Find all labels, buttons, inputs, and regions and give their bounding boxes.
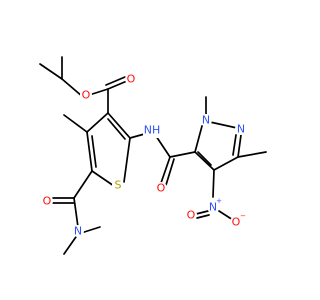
- atom-labels: O O NH S N N O N + O O − O N: [41, 73, 247, 238]
- bond-pz-n1-n2: [209, 121, 238, 129]
- bond-ester-c-o-double-a: [107, 80, 128, 90]
- atom-n-ring: N: [237, 123, 245, 136]
- atom-o-nitro-left: O: [187, 209, 196, 222]
- bond-pz-c4-c5-a: [194, 151, 215, 171]
- bond-c5-s: [91, 170, 115, 187]
- bond-c3-c4: [86, 112, 109, 133]
- bond-c3-c2-double: [107, 118, 126, 140]
- atom-n-methyl-ring: N: [202, 114, 210, 127]
- bond-c4-c5-double: [91, 135, 97, 168]
- atom-o-amide-right: O: [157, 182, 166, 195]
- bond-pz-n2-c3-b: [232, 134, 237, 156]
- bond-pz-c3-c4: [213, 156, 239, 171]
- bond-ipr-ch-o: [61, 78, 84, 98]
- atom-nh: NH: [144, 124, 161, 137]
- atom-n-nitro: N: [209, 201, 217, 214]
- bond-amide-c-o-right-b: [165, 158, 175, 186]
- bond-ipr-methyl-left: [39, 63, 63, 80]
- bond-n-nitro-o-right: [218, 210, 234, 221]
- bond-nh-amide-c: [155, 135, 171, 158]
- bond-c3-c2: [107, 112, 131, 139]
- bond-n-nitro-o-left-a: [195, 210, 209, 215]
- bond-amide-c-pyrazole-c5: [169, 151, 196, 158]
- bond-n-methyl-left: [63, 233, 79, 255]
- bonds: [39, 56, 267, 255]
- atom-o-amide-left: O: [43, 195, 52, 208]
- bond-c4-n-nitro: [212, 169, 215, 198]
- bond-amide-c-n: [73, 197, 79, 228]
- charge-n-nitro-plus: +: [216, 197, 222, 205]
- bond-ester-c-o-double-b: [105, 76, 126, 86]
- molecule-structure-diagram: O O NH S N N O N + O O − O N: [39, 56, 267, 255]
- bond-pz-c4-c5-b: [197, 151, 212, 166]
- atom-sulfur: S: [115, 179, 122, 192]
- bond-amide-c-o-right-a: [160, 156, 171, 184]
- bond-c4-c5: [86, 131, 93, 172]
- bond-pz-c3-methyl: [237, 151, 267, 158]
- atom-o-ester: O: [82, 89, 91, 102]
- bond-pz-c5-n1: [194, 125, 203, 153]
- atom-o-nitro-right: O: [232, 216, 241, 229]
- bond-s-c2: [123, 137, 131, 183]
- bond-n-nitro-o-left-b: [196, 214, 210, 219]
- atom-n-dimethyl: N: [74, 225, 82, 238]
- bond-c4-methyl: [63, 114, 88, 133]
- bond-pz-n2-c3-a: [237, 134, 242, 158]
- bond-c5-amide-c: [73, 170, 93, 199]
- atom-o-carbonyl-ester: O: [127, 73, 136, 86]
- charge-o-nitro-minus: −: [240, 212, 246, 220]
